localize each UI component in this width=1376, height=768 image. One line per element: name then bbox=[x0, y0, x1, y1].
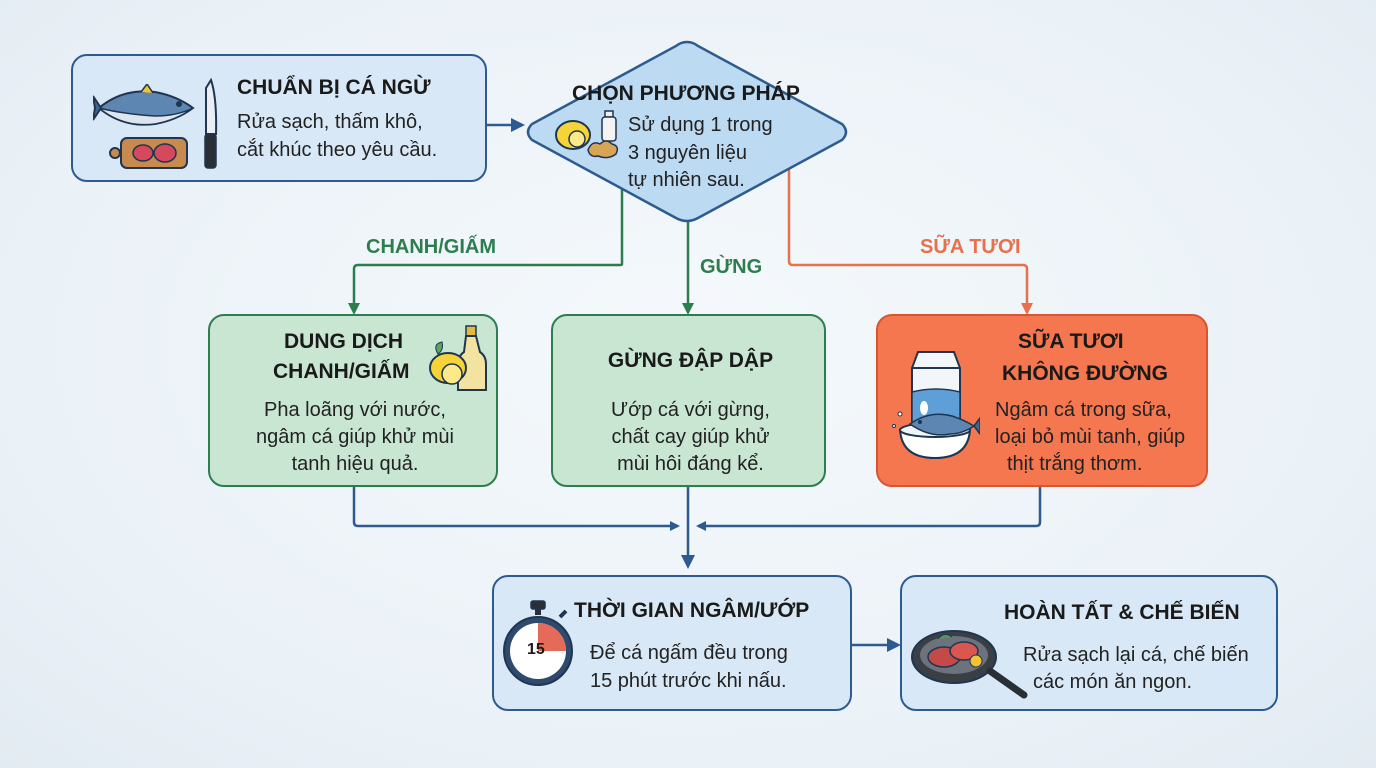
ginger-desc-line1: Ướp cá với gừng, bbox=[611, 399, 770, 421]
timer-value: 15 bbox=[527, 641, 545, 658]
fish-in-milk-bowl-icon bbox=[892, 411, 980, 460]
lemon-icon bbox=[555, 120, 591, 150]
prepare-desc-line2: cắt khúc theo yêu cầu. bbox=[237, 139, 438, 161]
finish-box: HOÀN TẤT & CHẾ BIẾN Rửa sạch lại cá, chế… bbox=[900, 575, 1278, 711]
time-box: 15 THỜI GIAN NGÂM/ƯỚP Để cá ngấm đều tro… bbox=[492, 575, 852, 711]
lemon-desc-line1: Pha loãng với nước, bbox=[264, 399, 446, 421]
branch-label-milk: SỮA TƯƠI bbox=[920, 236, 1021, 258]
merge-line-left bbox=[352, 487, 680, 531]
arrow-to-milk bbox=[787, 168, 1033, 315]
frying-pan-icon bbox=[911, 630, 1028, 699]
lemon-title-line2: CHANH/GIẤM bbox=[273, 360, 410, 383]
milk-title-line1: SỮA TƯƠI bbox=[1018, 330, 1124, 353]
milk-desc-line3: thịt trắng thơm. bbox=[1007, 453, 1143, 475]
arrow-to-lemon bbox=[348, 178, 624, 315]
lemon-desc-line2: ngâm cá giúp khử mùi bbox=[256, 426, 454, 448]
finish-title: HOÀN TẤT & CHẾ BIẾN bbox=[1004, 601, 1240, 624]
milk-desc-line2: loại bỏ mùi tanh, giúp bbox=[995, 426, 1186, 448]
lemon-vinegar-box: DUNG DỊCH CHANH/GIẤM Pha loãng với nước,… bbox=[208, 314, 498, 487]
lemon-title-line1: DUNG DỊCH bbox=[284, 330, 403, 353]
ginger-title: GỪNG ĐẬP DẬP bbox=[607, 349, 774, 372]
finish-desc-line2: các món ăn ngon. bbox=[1033, 671, 1192, 693]
finish-desc-line1: Rửa sạch lại cá, chế biến bbox=[1023, 644, 1249, 666]
time-title: THỜI GIAN NGÂM/ƯỚP bbox=[574, 599, 810, 622]
branch-label-lemon: CHANH/GIẤM bbox=[366, 236, 496, 258]
ginger-desc-line3: mùi hôi đáng kể. bbox=[617, 453, 764, 475]
cutting-board-icon bbox=[109, 137, 188, 169]
stopwatch-icon bbox=[503, 600, 573, 686]
choose-desc-line2: 3 nguyên liệu bbox=[628, 142, 747, 164]
milk-title-line2: KHÔNG ĐƯỜNG bbox=[1002, 362, 1169, 385]
ginger-icon bbox=[587, 140, 619, 159]
prepare-desc-line1: Rửa sạch, thấm khô, bbox=[237, 111, 423, 133]
lemon-desc-line3: tanh hiệu quả. bbox=[291, 453, 419, 475]
milk-box: SỮA TƯƠI KHÔNG ĐƯỜNG Ngâm cá trong sữa, … bbox=[876, 314, 1208, 487]
prepare-title: CHUẨN BỊ CÁ NGỪ bbox=[237, 76, 431, 99]
time-desc-line1: Để cá ngấm đều trong bbox=[590, 642, 788, 664]
choose-desc-line1: Sử dụng 1 trong bbox=[628, 114, 773, 136]
ginger-box: GỪNG ĐẬP DẬP Ướp cá với gừng, chất cay g… bbox=[551, 314, 826, 487]
knife-icon bbox=[204, 78, 218, 169]
tuna-fish-icon bbox=[93, 84, 195, 126]
ginger-desc-line2: chất cay giúp khử bbox=[611, 426, 770, 448]
branch-label-ginger: GỪNG bbox=[700, 256, 763, 278]
choose-title: CHỌN PHƯƠNG PHÁP bbox=[572, 82, 800, 105]
lemon-vinegar-bottle-icon bbox=[429, 325, 487, 391]
milk-desc-line1: Ngâm cá trong sữa, bbox=[995, 399, 1172, 421]
prepare-tuna-box: CHUẨN BỊ CÁ NGỪ Rửa sạch, thấm khô, cắt … bbox=[71, 54, 487, 182]
time-desc-line2: 15 phút trước khi nấu. bbox=[590, 670, 787, 692]
choose-method-diamond bbox=[526, 40, 848, 223]
merge-line-right bbox=[696, 487, 1042, 531]
choose-desc-line3: tự nhiên sau. bbox=[628, 169, 745, 191]
